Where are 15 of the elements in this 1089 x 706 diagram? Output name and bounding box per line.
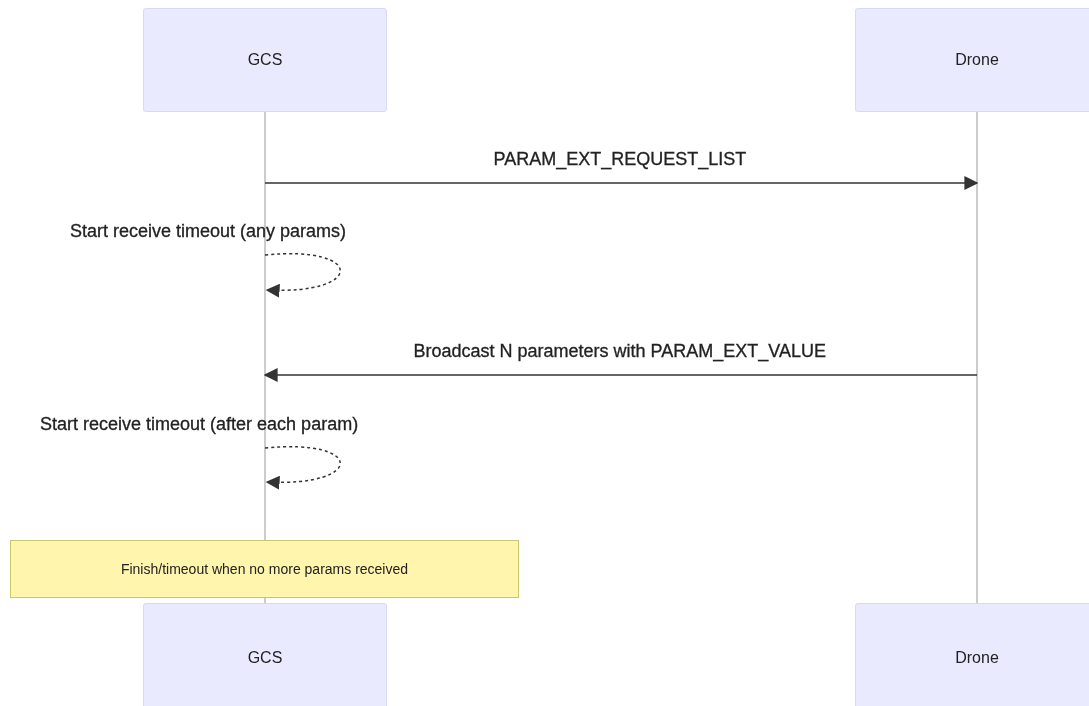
message-arrow (263, 368, 978, 382)
participant-box: Drone (855, 8, 1089, 112)
participant-box: GCS (143, 603, 387, 706)
message-label: PARAM_EXT_REQUEST_LIST (493, 149, 747, 170)
lifeline (264, 112, 266, 540)
message-label: Broadcast N parameters with PARAM_EXT_VALUE (413, 341, 826, 362)
lifeline (976, 112, 978, 603)
participant-box: Drone (855, 603, 1089, 706)
participant-box: GCS (143, 8, 387, 112)
message-label: Start receive timeout (after each param) (40, 414, 359, 435)
message-arrow (264, 176, 979, 190)
message-label: Start receive timeout (any params) (70, 221, 347, 242)
self-message-arrow (264, 445, 341, 490)
self-message-arrow (264, 252, 341, 298)
note-box: Finish/timeout when no more params received (10, 540, 519, 598)
